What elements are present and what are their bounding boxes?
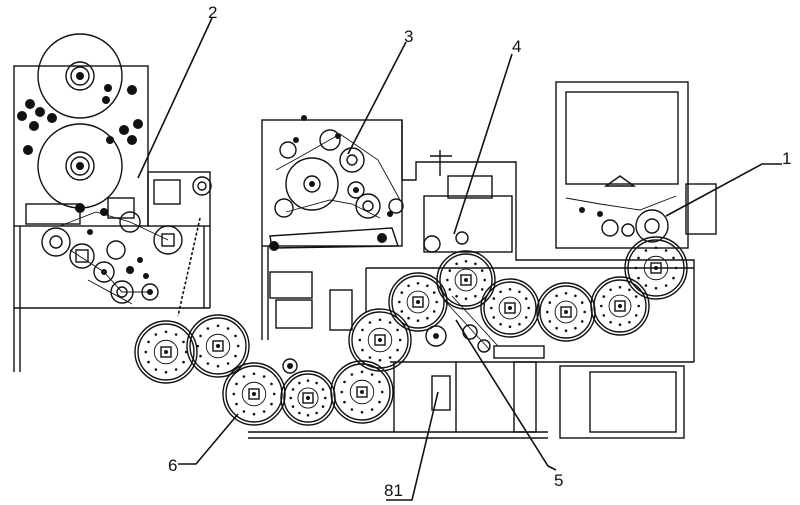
part-label-5: 5: [554, 471, 563, 490]
conveyor-linkage: [282, 231, 499, 411]
drum: [590, 276, 650, 336]
part-label-6: 6: [168, 456, 177, 475]
drum: [480, 278, 540, 338]
upper-reel: [37, 33, 123, 119]
unwind-frame: [13, 65, 211, 372]
right-frame: [555, 81, 717, 249]
middle-mechanism: [269, 115, 404, 251]
drum: [134, 320, 198, 384]
leader-line-81: [386, 391, 439, 501]
drum: [624, 236, 688, 300]
leader-line-2: [137, 17, 213, 179]
leader-line-5: [455, 319, 557, 471]
leader-line-4: [453, 53, 513, 235]
part-label-4: 4: [512, 37, 521, 56]
reel-guide-dots: [17, 84, 143, 216]
drum: [280, 370, 336, 426]
leader-line-6: [178, 413, 239, 465]
main-base-frame: [248, 120, 695, 439]
leader-line-3: [347, 41, 407, 155]
leader-lines: [137, 17, 782, 501]
drum: [348, 308, 412, 372]
drum: [536, 282, 596, 342]
drum: [436, 250, 496, 310]
part-labels: 2 3 4 1 5 6 81: [168, 3, 791, 500]
conveyor-drums: [134, 236, 688, 426]
leader-line-1: [665, 163, 782, 217]
part-label-2: 2: [208, 3, 217, 22]
part-label-3: 3: [404, 27, 413, 46]
part-label-81: 81: [384, 481, 403, 500]
drum: [388, 272, 448, 332]
drum: [222, 362, 286, 426]
drum: [186, 314, 250, 378]
part-label-1: 1: [782, 149, 791, 168]
left-feed-mechanism: [41, 176, 212, 305]
middle-frame: [261, 119, 403, 340]
